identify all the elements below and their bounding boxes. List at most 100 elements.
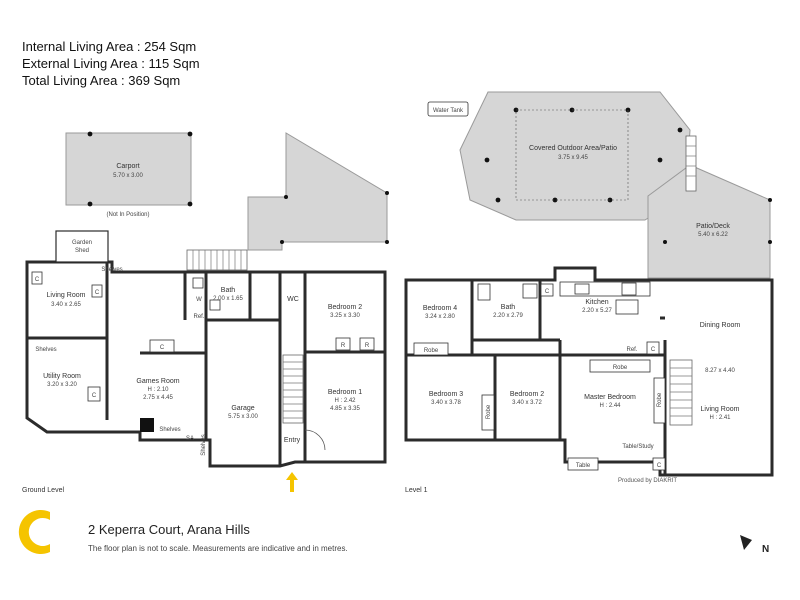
floor-plan: Carport 5.70 x 3.00 (Not In Position) Ga… (25, 91, 774, 492)
covered-outdoor-label: Covered Outdoor Area/Patio (529, 145, 617, 152)
utility-room-label: Utility Room (43, 373, 81, 380)
carport-dims: 5.70 x 3.00 (113, 173, 143, 179)
deck-post (768, 198, 772, 202)
carport-post (87, 131, 93, 137)
sa-label: SA (186, 436, 194, 442)
shelves-label: Shelves (101, 267, 122, 273)
cooktop (621, 282, 637, 296)
covered-outdoor-dims: 3.75 x 9.45 (558, 155, 588, 161)
games-room-height: H : 2.10 (147, 387, 169, 393)
shelves-label: Shelves (159, 427, 180, 433)
table-label: Table (576, 463, 591, 469)
ground-outer-wall (25, 260, 387, 468)
bedroom-4-dims: 3.24 x 2.80 (425, 314, 455, 320)
carport-post (187, 131, 193, 137)
bedroom-2-label: Bedroom 2 (510, 391, 544, 398)
bedroom-2-label: Bedroom 2 (328, 304, 362, 311)
level-1-outer-wall (404, 266, 774, 477)
bedroom-1-label: Bedroom 1 (328, 389, 362, 396)
cupboard (91, 284, 103, 298)
shower (522, 283, 538, 299)
bath-label: Bath (221, 287, 236, 294)
carport-area (65, 132, 192, 206)
level-1-stairs (669, 359, 693, 426)
cupboard-label: C (545, 289, 550, 295)
ground-internal-stairs (282, 354, 304, 424)
table-study-label: Table/Study (622, 444, 653, 450)
toilet (192, 277, 204, 289)
games-room-dims: 2.75 x 4.45 (143, 395, 173, 401)
ground-outdoor-stairs (186, 249, 248, 271)
robe (335, 337, 351, 351)
carport-post (87, 201, 93, 207)
bath-dims: 2.20 x 2.79 (493, 313, 523, 319)
water-tank (427, 101, 469, 117)
area-summary: Internal Living Area : 254 Sqm External … (22, 38, 200, 89)
patio-post (552, 197, 558, 203)
dining-room-label: Dining Room (700, 322, 741, 329)
deck-post (385, 191, 389, 195)
entry-door-swing (304, 429, 326, 451)
level-1-plan: Water Tank Covered Outdoor Area/Patio 3.… (404, 91, 774, 477)
deck-post (280, 240, 284, 244)
robe-label: Robe (424, 348, 439, 354)
level-1-title: Level 1 (405, 487, 428, 494)
external-area: External Living Area : 115 Sqm (22, 56, 200, 71)
water-tank-label: Water Tank (433, 108, 464, 114)
deck-post (768, 240, 772, 244)
cupboard (652, 457, 666, 471)
cupboard (540, 283, 554, 297)
dining-room-dims: 8.27 x 4.40 (705, 368, 735, 374)
robe-label: Robe (486, 404, 492, 419)
cupboard-label: C (92, 393, 97, 399)
w-label: W (196, 297, 202, 303)
living-room-label: Living Room (701, 406, 740, 413)
bedroom-2-dims: 3.25 x 3.30 (330, 313, 360, 319)
kitchen-island (615, 299, 639, 315)
kitchen-dims: 2.20 x 5.27 (582, 308, 612, 314)
garage-dims: 5.75 x 3.00 (228, 414, 258, 420)
cupboard-label: C (95, 290, 100, 296)
bedroom-1-height: H : 2.42 (334, 398, 356, 404)
robe (589, 359, 651, 373)
kitchen-bench (559, 281, 651, 297)
ref-label: Ref. (626, 347, 637, 353)
wc-label: WC (287, 296, 299, 303)
not-in-position-note: (Not In Position) (106, 212, 149, 218)
living-room-label: Living Room (47, 292, 86, 299)
utility-room-dims: 3.20 x 3.20 (47, 382, 77, 388)
ground-level-title: Ground Level (22, 487, 65, 494)
games-room-label: Games Room (136, 378, 179, 385)
property-address: 2 Keperra Court, Arana Hills (88, 522, 250, 537)
patio-roofline (515, 109, 629, 201)
covered-outdoor-area (459, 91, 691, 221)
north-arrow-icon (740, 535, 752, 550)
living-room-dims: 3.40 x 2.65 (51, 302, 81, 308)
heater (140, 418, 154, 432)
entry-arrow-icon (286, 472, 298, 492)
garden-shed-label-2: Shed (75, 248, 89, 254)
cupboard (149, 339, 175, 353)
robe-label: Robe (613, 365, 628, 371)
deck-post (385, 240, 389, 244)
cupboard-label: C (657, 463, 662, 469)
patio-deck (647, 164, 771, 279)
cupboard-label: C (651, 347, 656, 353)
bedroom-3-dims: 3.40 x 3.78 (431, 400, 461, 406)
master-bedroom-height: H : 2.44 (599, 403, 621, 409)
garden-shed-label: Garden (72, 240, 92, 246)
footer: N (18, 510, 769, 555)
robe (481, 394, 495, 431)
ref-label: Ref. (193, 314, 204, 320)
bathtub (477, 283, 491, 301)
robe (413, 342, 449, 356)
sink (209, 299, 221, 311)
garden-shed-room (55, 230, 109, 263)
patio-post (495, 197, 501, 203)
patio-post (677, 127, 683, 133)
bedroom-3-label: Bedroom 3 (429, 391, 463, 398)
bedroom-2-dims: 3.40 x 3.72 (512, 400, 542, 406)
table (567, 457, 599, 471)
brand-logo-icon (18, 510, 50, 554)
shelves-label: Shelves (35, 347, 56, 353)
